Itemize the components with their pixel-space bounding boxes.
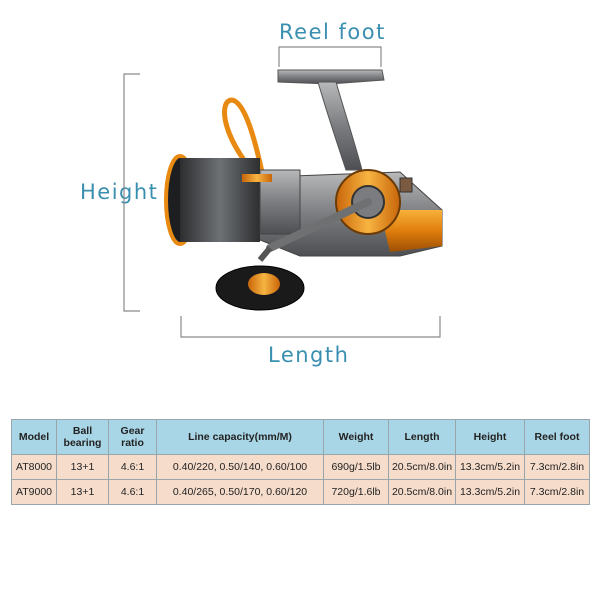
header-ball-bearing: Ball bearing <box>56 419 109 455</box>
cell-height: 13.3cm/5.2in <box>455 454 525 480</box>
cell-ball-bearing: 13+1 <box>56 454 109 480</box>
cell-model: AT9000 <box>11 479 57 505</box>
header-gear-ratio: Gear ratio <box>108 419 157 455</box>
cell-gear-ratio: 4.6:1 <box>108 454 157 480</box>
header-line-capacity: Line capacity(mm/M) <box>156 419 324 455</box>
fishing-reel-image <box>164 69 443 311</box>
spool <box>164 154 301 246</box>
header-length: Length <box>388 419 456 455</box>
header-reel-foot: Reel foot <box>524 419 590 455</box>
table-header-row: Model Ball bearing Gear ratio Line capac… <box>11 419 590 455</box>
cell-reel-foot: 7.3cm/2.8in <box>524 479 590 505</box>
bail-arm <box>222 97 265 173</box>
cell-weight: 690g/1.5lb <box>323 454 389 480</box>
cell-line-capacity: 0.40/265, 0.50/170, 0.60/120 <box>156 479 324 505</box>
cell-length: 20.5cm/8.0in <box>388 479 456 505</box>
cell-line-capacity: 0.40/220, 0.50/140, 0.60/100 <box>156 454 324 480</box>
header-model: Model <box>11 419 57 455</box>
cell-ball-bearing: 13+1 <box>56 479 109 505</box>
length-label: Length <box>268 343 350 367</box>
header-weight: Weight <box>323 419 389 455</box>
specs-table: Model Ball bearing Gear ratio Line capac… <box>11 419 590 505</box>
length-bracket <box>180 316 441 338</box>
header-height: Height <box>455 419 525 455</box>
cell-reel-foot: 7.3cm/2.8in <box>524 454 590 480</box>
cell-model: AT8000 <box>11 454 57 480</box>
height-label: Height <box>80 180 159 204</box>
height-bracket <box>123 73 140 312</box>
cell-height: 13.3cm/5.2in <box>455 479 525 505</box>
cell-gear-ratio: 4.6:1 <box>108 479 157 505</box>
table-row: AT9000 13+1 4.6:1 0.40/265, 0.50/170, 0.… <box>11 479 590 505</box>
reel-handle <box>215 198 372 311</box>
reel-foot-label: Reel foot <box>279 20 386 44</box>
cell-weight: 720g/1.6lb <box>323 479 389 505</box>
reel-foot <box>277 69 385 171</box>
cell-length: 20.5cm/8.0in <box>388 454 456 480</box>
reel-foot-bracket <box>278 46 382 67</box>
table-row: AT8000 13+1 4.6:1 0.40/220, 0.50/140, 0.… <box>11 454 590 480</box>
